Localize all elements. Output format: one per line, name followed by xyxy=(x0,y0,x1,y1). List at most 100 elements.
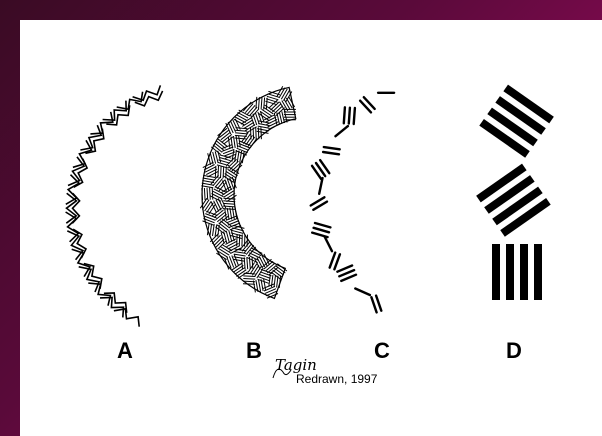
hatch-line xyxy=(221,247,231,253)
hatch-line xyxy=(215,151,218,163)
hatch-line xyxy=(247,257,248,269)
grating-middle xyxy=(476,164,551,237)
hatch-line xyxy=(200,198,207,208)
hatch-line xyxy=(238,112,249,118)
hatch-line xyxy=(222,134,231,141)
zigzag-element xyxy=(80,125,101,150)
hatch-line xyxy=(216,227,225,234)
hatch-line xyxy=(218,225,220,237)
hatch-line xyxy=(202,200,209,210)
hatch-line xyxy=(274,268,284,275)
hatch-line xyxy=(223,166,224,178)
hatch-line xyxy=(234,265,244,272)
hatch-line xyxy=(225,239,236,245)
grating-top xyxy=(479,85,554,158)
bar-segment xyxy=(323,152,339,154)
hatch-line xyxy=(243,279,255,280)
hatch-line xyxy=(226,166,227,178)
grating-bar xyxy=(534,244,542,300)
hatch-line xyxy=(218,128,227,135)
bar-segment xyxy=(324,147,340,149)
hatch-line xyxy=(263,107,273,114)
zigzag-element xyxy=(103,101,127,121)
label-a: A xyxy=(110,338,140,364)
hatch-line xyxy=(262,109,272,116)
hatch-line xyxy=(235,133,247,134)
hatch-line xyxy=(277,86,283,96)
hatch-line xyxy=(235,268,245,275)
hatch-line xyxy=(280,102,286,112)
bar-segment xyxy=(371,297,376,312)
hatch-line xyxy=(265,117,276,122)
hatch-line xyxy=(240,240,248,249)
zigzag-element xyxy=(66,175,79,205)
hatch-line xyxy=(215,178,223,187)
hatch-line xyxy=(207,203,214,213)
hatch-line xyxy=(234,254,246,256)
hatch-line xyxy=(215,166,216,178)
hatch-line xyxy=(257,129,269,131)
hatch-line xyxy=(243,276,255,277)
hatch-line xyxy=(203,162,214,167)
hatch-line xyxy=(213,177,221,186)
hatch-line xyxy=(258,127,259,139)
hatch-line xyxy=(219,223,228,230)
bar-segment xyxy=(334,254,340,269)
hatch-line xyxy=(249,253,260,258)
zigzag-element xyxy=(85,129,103,154)
hatch-line xyxy=(284,111,287,123)
hatch-line xyxy=(215,224,217,236)
hatch-line xyxy=(266,98,267,110)
zigzag-element xyxy=(79,267,99,292)
hatch-line xyxy=(274,275,276,287)
hatch-line xyxy=(284,99,290,109)
hatch-line xyxy=(281,89,287,99)
hatch-line xyxy=(202,181,214,183)
hatch-line xyxy=(269,124,280,129)
figure-b-hatched-arc xyxy=(200,86,296,298)
hatch-line xyxy=(237,151,239,163)
bar-segment xyxy=(325,237,332,251)
hatch-line xyxy=(207,188,208,200)
hatch-line xyxy=(228,122,233,133)
hatch-line xyxy=(212,188,213,200)
hatch-line xyxy=(244,244,252,253)
hatch-line xyxy=(238,272,248,279)
hatch-line xyxy=(264,279,266,291)
bar-segment xyxy=(354,108,355,124)
hatch-line xyxy=(236,115,247,121)
hatch-line xyxy=(250,264,257,274)
bar-segment xyxy=(315,223,330,227)
hatch-line xyxy=(233,259,245,261)
hatch-line xyxy=(210,188,211,200)
grating-bar xyxy=(520,244,528,300)
figure-d-gratings xyxy=(476,85,554,300)
grating-bar xyxy=(492,244,500,300)
label-b: B xyxy=(239,338,269,364)
zigzag-element xyxy=(84,264,102,289)
bar-segment xyxy=(355,289,370,296)
hatch-line xyxy=(227,208,229,220)
hatch-line xyxy=(253,281,255,293)
hatch-line xyxy=(216,141,225,149)
hatch-line xyxy=(215,187,226,192)
hatch-line xyxy=(203,178,215,180)
hatch-line xyxy=(246,127,256,133)
bar-segment xyxy=(314,228,329,233)
zigzag-element xyxy=(133,85,161,100)
hatch-line xyxy=(259,280,261,292)
bar-segment xyxy=(349,108,350,124)
hatch-line xyxy=(204,188,205,200)
grating-bottom xyxy=(492,244,542,300)
bar-segment xyxy=(319,178,322,194)
hatch-line xyxy=(261,97,262,109)
zigzag-element xyxy=(66,193,76,223)
figure-c-bar-arc xyxy=(311,93,394,313)
hatch-line xyxy=(255,267,262,277)
label-c: C xyxy=(367,338,397,364)
bar-segment xyxy=(376,296,381,311)
hatch-line xyxy=(205,201,212,211)
bar-segment xyxy=(344,107,345,123)
hatch-line xyxy=(256,127,257,139)
credit-text: Redrawn, 1997 xyxy=(296,372,377,386)
